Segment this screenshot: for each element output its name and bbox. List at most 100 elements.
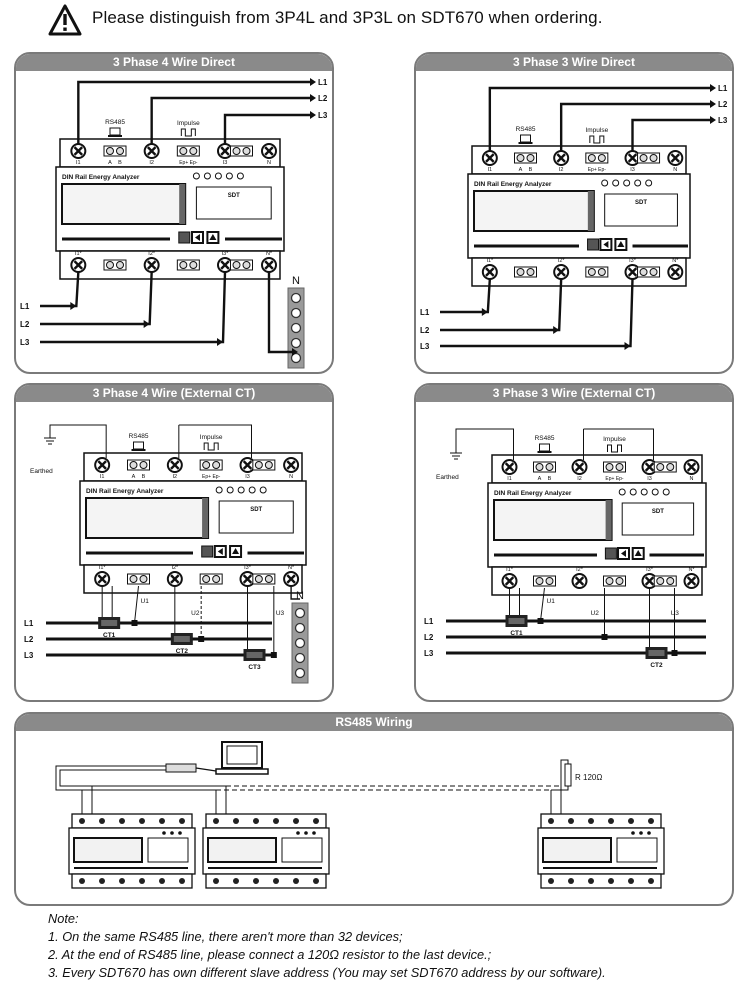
terminal-dual [103,259,127,271]
dual-terminal-screw [179,261,188,269]
brand-label: SDT [635,200,647,206]
mini-led [639,831,643,835]
indicator-led [645,179,653,187]
note: Note: 1. On the same RS485 line, there a… [48,910,606,982]
earth-wire [583,428,654,460]
terminal-i1-star [481,264,498,280]
wire-l2-in [440,278,563,332]
terminal-dual [653,575,677,587]
terminal-label: N [267,160,271,166]
mini-meter [537,813,665,889]
rs485-converter [165,763,197,773]
terminal-dual [127,573,150,585]
screw-slot [264,146,274,156]
screw-slot [286,574,296,584]
mini-led [170,831,174,835]
terminal-label: B [548,476,552,482]
line-label-l2: L2 [20,320,30,329]
dual-terminal-box [127,459,150,471]
dual-terminal-screw [535,463,544,471]
dual-terminal-screw [605,577,614,585]
lcd-side [179,184,186,224]
indicator-led [618,488,626,496]
mini-terminal [628,878,634,884]
terminal-label: I1* [506,567,514,573]
dual-terminal-screw [666,577,675,585]
up-arrow-icon [617,241,625,247]
line-label-l3: L3 [318,111,328,120]
mini-terminal [79,818,85,824]
mini-meter [68,813,196,889]
dual-terminal-box [653,575,677,587]
terminal-label: I3* [244,565,252,571]
mini-top-block [540,813,662,829]
earthed-label: Earthed [436,474,459,481]
dual-terminal-screw [212,575,221,583]
rs485-screen [520,134,531,143]
mini-terminal [648,878,654,884]
rs485-bus-a [82,789,217,814]
terminal-i3-star [217,257,233,273]
indicator-led [612,179,620,187]
keypad-button [178,231,191,244]
rs485-bus-a [55,765,166,814]
terminal-n-star [283,571,300,587]
u3-label: U3 [276,610,285,617]
voltage-tap-u1 [540,587,545,622]
arrow-head [217,338,223,346]
terminal-label: N [289,474,293,480]
terminal-label: I1* [99,565,107,571]
mini-terminal [99,878,105,884]
terminal-label: A [519,167,523,173]
wire-l1 [77,80,312,144]
keypad-button [201,545,214,558]
line-label-l2: L2 [420,326,430,335]
dual-terminal-screw [526,268,535,276]
terminal-label: N [690,476,694,482]
dual-terminal-box [199,459,223,471]
neutral-label: N [292,275,300,287]
terminal-label: N [673,167,677,173]
indicator-led [634,179,642,187]
terminal-spare [637,152,661,164]
wire-l3 [631,118,712,151]
ct-window [648,650,665,656]
screw-slot [574,462,585,472]
ct-window [246,652,263,658]
dual-terminal-screw [139,461,148,469]
mini-terminal [233,878,239,884]
dual-terminal-screw [189,261,198,269]
dual-terminal-box [103,145,127,157]
dual-terminal-box [533,575,556,587]
dual-terminal-screw [526,154,535,162]
dual-terminal-screw [179,147,188,155]
mini-terminal [588,818,594,824]
mini-terminal [159,878,165,884]
terminal-label: A [108,160,112,166]
indicator-led [601,179,609,187]
indicator-led [192,172,200,180]
meter-name: DIN Rail Energy Analyzer [474,181,552,188]
wire-l2-in [40,271,153,326]
computer-screen [226,745,258,765]
terminal-label: I1 [507,476,512,482]
screw-slot [504,462,515,472]
neutral-screw [290,352,302,364]
terminal-label: A [132,474,136,480]
neutral-screw [294,652,306,664]
terminal-rs485 [103,145,127,157]
rs485-base [131,449,146,451]
terminal-label: I2* [558,258,566,264]
terminal-dual [585,266,609,278]
mini-terminal [548,818,554,824]
dual-terminal-box [585,266,609,278]
dual-terminal-screw [242,147,251,155]
mini-terminal [213,818,219,824]
terminal-label: Ep+ Ep- [202,474,221,480]
meter-name: DIN Rail Energy Analyzer [62,174,140,181]
terminal-spare [230,145,253,157]
screw-slot [686,462,697,472]
